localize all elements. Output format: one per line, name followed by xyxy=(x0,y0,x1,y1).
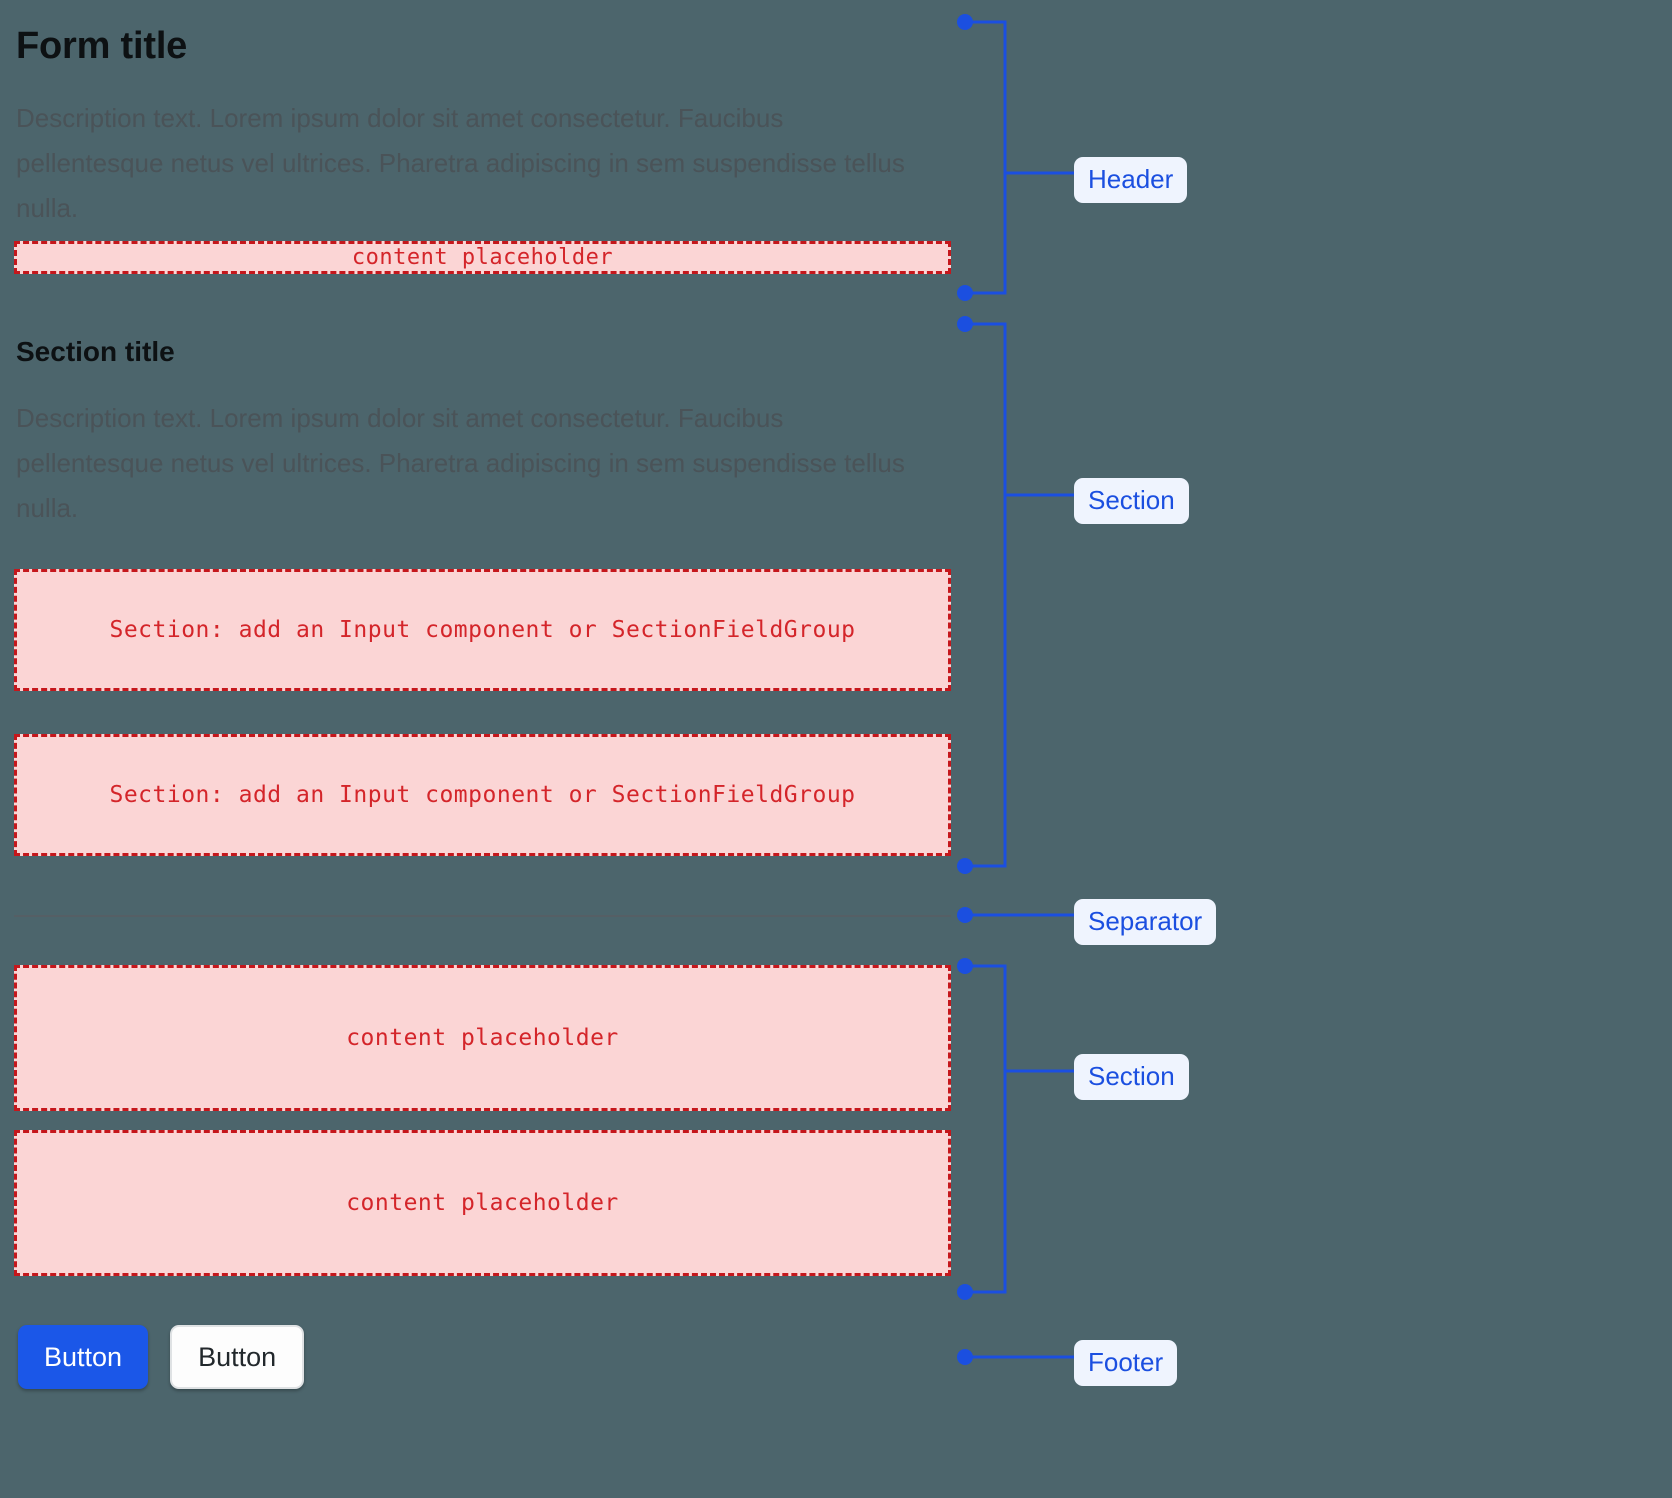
form-title: Form title xyxy=(16,25,188,67)
section-field-placeholder-1-label: Section: add an Input component or Secti… xyxy=(109,617,856,643)
section-field-placeholder-2: Section: add an Input component or Secti… xyxy=(14,734,951,856)
form-container: Form title Description text. Lorem ipsum… xyxy=(14,25,951,1389)
section-field-placeholder-1: Section: add an Input component or Secti… xyxy=(14,569,951,691)
header-content-placeholder-label: content placeholder xyxy=(351,245,614,270)
section-bottom-bracket xyxy=(965,964,1007,1294)
annotation-label-header[interactable]: Header xyxy=(1074,157,1188,203)
section-title: Section title xyxy=(16,336,175,367)
section-description: Description text. Lorem ipsum dolor sit … xyxy=(16,403,905,523)
primary-button[interactable]: Button xyxy=(18,1325,149,1389)
header-description: Description text. Lorem ipsum dolor sit … xyxy=(16,103,905,223)
form-footer: Button Button xyxy=(18,1325,305,1389)
header-bracket xyxy=(965,20,1007,295)
lower-section-placeholder-1: content placeholder xyxy=(14,965,951,1111)
section-field-placeholder-2-label: Section: add an Input component or Secti… xyxy=(109,782,856,808)
lower-section-placeholder-2: content placeholder xyxy=(14,1130,951,1276)
secondary-button[interactable]: Button xyxy=(170,1325,305,1389)
section-top-bracket xyxy=(965,322,1007,868)
separator-rule xyxy=(14,915,951,917)
header-content-placeholder: content placeholder xyxy=(14,241,951,274)
annotation-label-separator[interactable]: Separator xyxy=(1074,899,1217,945)
annotation-label-footer[interactable]: Footer xyxy=(1074,1340,1178,1386)
annotation-label-section-bottom[interactable]: Section xyxy=(1074,1054,1189,1100)
lower-section-placeholder-2-label: content placeholder xyxy=(346,1190,619,1216)
lower-section-placeholder-1-label: content placeholder xyxy=(346,1025,619,1051)
annotation-label-section-top[interactable]: Section xyxy=(1074,478,1189,524)
